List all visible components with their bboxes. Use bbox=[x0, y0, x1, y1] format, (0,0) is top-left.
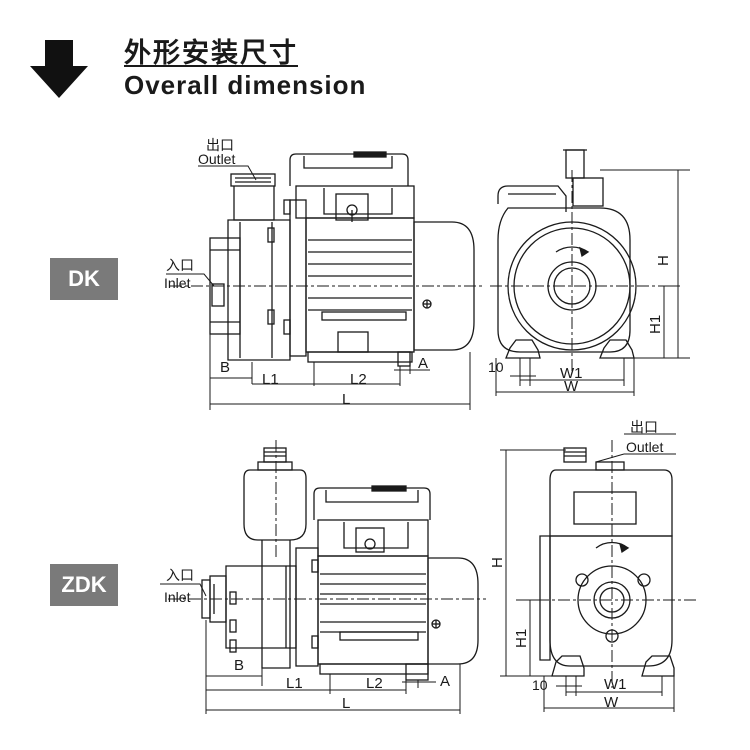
dk-outlet-label-en: Outlet bbox=[198, 151, 235, 167]
zdk-end-dimensions bbox=[500, 449, 675, 712]
dk-dim-10: 10 bbox=[488, 359, 504, 375]
zdk-outlet-label-en: Outlet bbox=[626, 439, 663, 455]
zdk-inlet-label-en: Inlet bbox=[164, 589, 191, 605]
zdk-dim-10: 10 bbox=[532, 677, 548, 693]
dk-end-dimensions bbox=[495, 169, 690, 396]
dk-inlet-label-cn: 入口 bbox=[166, 258, 194, 274]
dk-dim-W: W bbox=[564, 378, 579, 395]
dk-dim-L: L bbox=[342, 391, 350, 408]
zdk-outlet-label-cn: 出口 bbox=[630, 420, 658, 436]
zdk-inlet-label-cn: 入口 bbox=[166, 568, 194, 584]
dk-inlet-label-en: Inlet bbox=[164, 275, 191, 291]
dk-outlet-label-cn: 出口 bbox=[206, 138, 234, 154]
zdk-end-view bbox=[516, 440, 696, 688]
dk-dim-H: H bbox=[655, 255, 672, 266]
zdk-dim-L1: L1 bbox=[286, 675, 303, 692]
dk-dim-L1: L1 bbox=[262, 371, 279, 388]
dk-dim-L2: L2 bbox=[350, 371, 367, 388]
zdk-dim-L2: L2 bbox=[366, 675, 383, 692]
zdk-dim-H: H bbox=[489, 557, 506, 568]
dk-dim-B: B bbox=[220, 359, 230, 376]
zdk-side-dimensions bbox=[205, 620, 461, 714]
zdk-side-view bbox=[201, 447, 479, 681]
title-chinese: 外形安装尺寸 bbox=[124, 38, 298, 69]
title-english: Overall dimension bbox=[124, 70, 367, 100]
dk-end-view bbox=[490, 149, 680, 372]
dk-side-dimensions bbox=[209, 330, 471, 410]
zdk-dim-A: A bbox=[440, 673, 450, 690]
zdk-dim-H1: H1 bbox=[513, 629, 530, 648]
zdk-dim-W1: W1 bbox=[604, 676, 627, 693]
model-badge-zdk: ZDK bbox=[50, 564, 118, 606]
down-arrow-icon bbox=[30, 40, 88, 98]
dk-dim-H1: H1 bbox=[647, 315, 664, 334]
zdk-dim-L: L bbox=[342, 695, 350, 712]
zdk-dim-W: W bbox=[604, 694, 619, 711]
zdk-dim-B: B bbox=[234, 657, 244, 674]
model-badge-dk: DK bbox=[50, 258, 118, 300]
dk-dim-W1: W1 bbox=[560, 365, 583, 382]
dk-dim-A: A bbox=[418, 355, 428, 372]
